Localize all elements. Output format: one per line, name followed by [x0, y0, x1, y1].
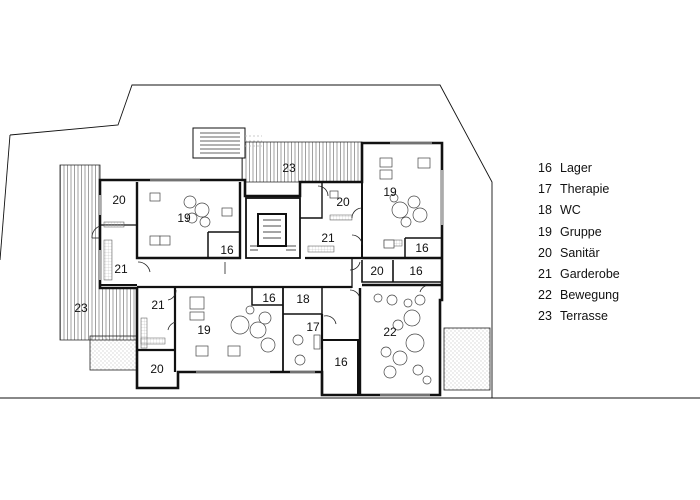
room-label: 21	[321, 231, 335, 245]
legend-item: 17 Therapie	[538, 179, 620, 200]
legend-label: Garderobe	[560, 266, 620, 281]
room-label: 16	[415, 241, 429, 255]
legend-number: 20	[538, 245, 552, 260]
room-label: 19	[383, 185, 397, 199]
room-label: 23	[282, 161, 296, 175]
doors	[91, 185, 431, 331]
room-legend: 16 Lager 17 Therapie 18 WC 19 Gruppe 20 Sanit…	[538, 158, 620, 328]
legend-label: Terrasse	[560, 309, 608, 324]
legend-item: 23 Terrasse	[538, 306, 620, 327]
room-label: 20	[150, 362, 164, 376]
legend-item: 21 Garderobe	[538, 264, 620, 285]
legend-label: Lager	[560, 161, 592, 175]
legend-item: 20 Sanitär	[538, 243, 620, 264]
legend-item: 22 Bewegung	[538, 285, 620, 306]
legend-label: Gruppe	[560, 224, 602, 239]
furniture	[149, 157, 432, 385]
room-label: 18	[296, 292, 310, 306]
room-label: 16	[334, 355, 348, 369]
room-label: 21	[151, 298, 165, 312]
room-labels: 20 19 16 21 23 20 21 19 16 20 16 21 16 1…	[74, 161, 429, 376]
legend-label: Sanitär	[560, 245, 600, 260]
room-label: 20	[336, 195, 350, 209]
legend-number: 16	[538, 161, 552, 175]
legend-number: 19	[538, 224, 552, 239]
legend-label: WC	[560, 203, 581, 218]
room-label: 22	[383, 325, 397, 339]
legend-number: 18	[538, 203, 552, 218]
legend-item: 16 Lager	[538, 158, 620, 179]
planter-southeast	[443, 327, 491, 391]
room-label: 19	[177, 211, 191, 225]
room-label: 20	[370, 264, 384, 278]
room-label: 23	[74, 301, 88, 315]
legend-number: 21	[538, 266, 552, 281]
site-boundary	[0, 84, 700, 399]
room-label: 17	[306, 320, 320, 334]
exterior-stair	[192, 127, 262, 159]
legend-number: 23	[538, 309, 552, 324]
legend-item: 18 WC	[538, 200, 620, 221]
room-label: 19	[197, 323, 211, 337]
planter-southwest	[89, 335, 139, 371]
legend-number: 22	[538, 288, 552, 303]
room-label: 16	[220, 243, 234, 257]
legend-label: Bewegung	[560, 288, 620, 303]
interior-walls	[100, 181, 442, 395]
room-label: 21	[114, 262, 128, 276]
legend-item: 19 Gruppe	[538, 222, 620, 243]
room-label: 20	[112, 193, 126, 207]
room-label: 16	[262, 291, 276, 305]
legend-label: Therapie	[560, 182, 610, 197]
legend-number: 17	[538, 182, 552, 197]
room-label: 16	[409, 264, 423, 278]
